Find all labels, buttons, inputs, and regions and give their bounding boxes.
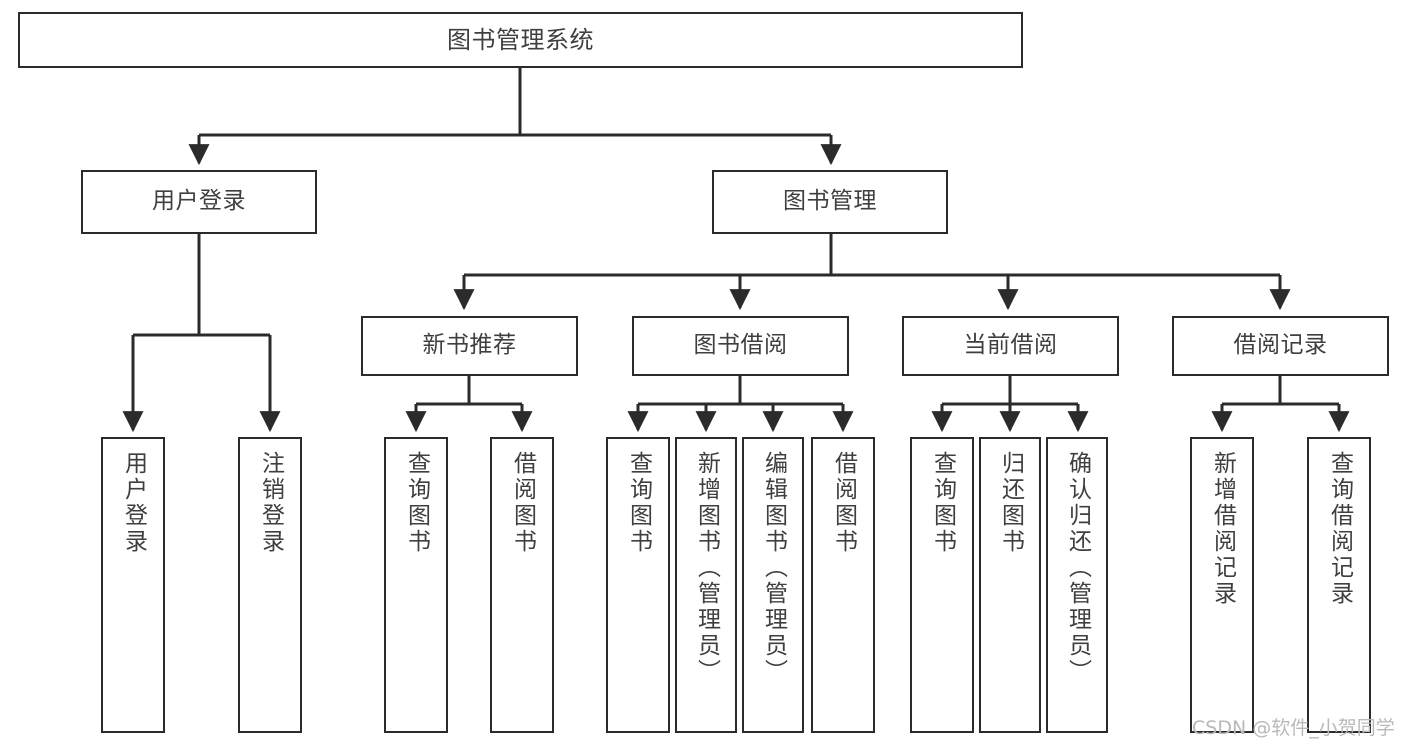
node-label: 借阅图书 xyxy=(830,451,857,555)
node-borrow-record[interactable]: 借阅记录 xyxy=(1172,316,1389,376)
node-label: 归还图书 xyxy=(997,451,1024,555)
node-current-borrow[interactable]: 当前借阅 xyxy=(902,316,1119,376)
node-label: 确认归还（管理员） xyxy=(1064,451,1091,685)
leaf-add-book-admin[interactable]: 新增图书（管理员） xyxy=(675,437,737,733)
csdn-watermark: CSDN @软件_小贺同学 xyxy=(1192,717,1395,739)
leaf-edit-book-admin[interactable]: 编辑图书（管理员） xyxy=(742,437,804,733)
leaf-query-book-current[interactable]: 查询图书 xyxy=(910,437,974,733)
node-label: 查询图书 xyxy=(403,451,430,555)
leaf-user-login[interactable]: 用户登录 xyxy=(101,437,165,733)
leaf-borrow-book-new-book[interactable]: 借阅图书 xyxy=(490,437,554,733)
node-label: 编辑图书（管理员） xyxy=(760,451,787,685)
leaf-query-borrow-record[interactable]: 查询借阅记录 xyxy=(1307,437,1371,733)
node-label: 查询图书 xyxy=(625,451,652,555)
node-root-book-management-system[interactable]: 图书管理系统 xyxy=(18,12,1023,68)
leaf-query-book-borrow[interactable]: 查询图书 xyxy=(606,437,670,733)
leaf-query-book-new-book[interactable]: 查询图书 xyxy=(384,437,448,733)
leaf-confirm-return-admin[interactable]: 确认归还（管理员） xyxy=(1046,437,1108,733)
node-label: 新增借阅记录 xyxy=(1209,451,1236,607)
node-label: 当前借阅 xyxy=(963,332,1058,359)
node-label: 图书管理系统 xyxy=(447,25,594,54)
node-label: 借阅记录 xyxy=(1233,332,1328,359)
leaf-borrow-book-borrow[interactable]: 借阅图书 xyxy=(811,437,875,733)
leaf-return-book[interactable]: 归还图书 xyxy=(979,437,1041,733)
node-label: 图书借阅 xyxy=(693,332,788,359)
node-label: 图书管理 xyxy=(783,188,877,215)
node-label: 借阅图书 xyxy=(509,451,536,555)
node-book-borrow[interactable]: 图书借阅 xyxy=(632,316,849,376)
node-new-book-recommendation[interactable]: 新书推荐 xyxy=(361,316,578,376)
node-label: 新书推荐 xyxy=(422,332,517,359)
node-label: 新增图书（管理员） xyxy=(693,451,720,685)
node-book-management[interactable]: 图书管理 xyxy=(712,170,948,234)
node-label: 用户登录 xyxy=(152,188,246,215)
leaf-logout-login[interactable]: 注销登录 xyxy=(238,437,302,733)
node-label: 用户登录 xyxy=(120,451,147,555)
node-label: 注销登录 xyxy=(257,451,284,555)
node-label: 查询借阅记录 xyxy=(1326,451,1353,607)
node-label: 查询图书 xyxy=(929,451,956,555)
leaf-add-borrow-record[interactable]: 新增借阅记录 xyxy=(1190,437,1254,733)
node-user-login[interactable]: 用户登录 xyxy=(81,170,317,234)
